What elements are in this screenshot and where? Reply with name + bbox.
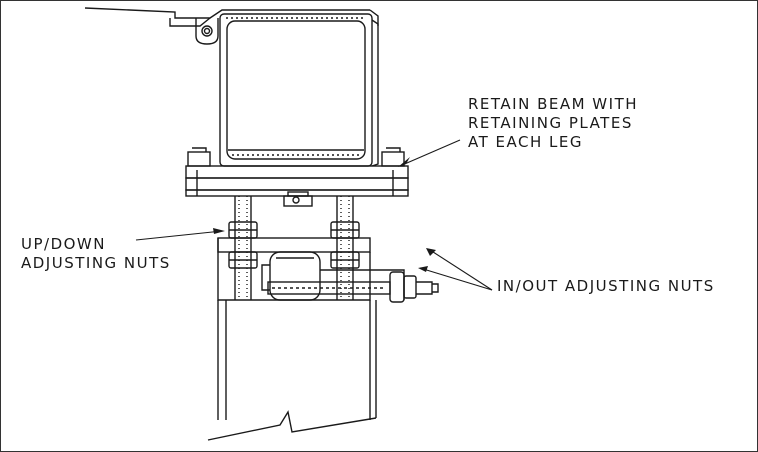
arrowhead-retain [398,157,410,167]
updown-label-line1: UP/DOWN [21,235,106,253]
inout-label: IN/OUT ADJUSTING NUTS [497,277,715,296]
inout-bolt [267,271,439,303]
retain-label: RETAIN BEAM WITH RETAINING PLATES AT EAC… [468,95,638,152]
arrowhead-inout-2 [418,266,428,272]
arrowhead-updown [213,228,225,234]
beam-box [219,13,379,167]
updown-nuts [228,221,360,269]
retain-label-line2: RETAINING PLATES [468,114,633,132]
retaining-plate [185,147,409,207]
updown-label-line2: ADJUSTING NUTS [21,254,171,272]
arrowhead-inout [426,248,436,256]
updown-label: UP/DOWN ADJUSTING NUTS [21,235,171,273]
support-leg [207,300,377,441]
top-flange [84,7,379,45]
retain-label-line1: RETAIN BEAM WITH [468,95,639,113]
retain-label-line3: AT EACH LEG [468,133,583,151]
leader-lines [135,139,493,291]
threaded-rods [234,196,354,300]
inout-label-text: IN/OUT ADJUSTING NUTS [497,277,715,295]
mounting-bracket [217,237,405,301]
